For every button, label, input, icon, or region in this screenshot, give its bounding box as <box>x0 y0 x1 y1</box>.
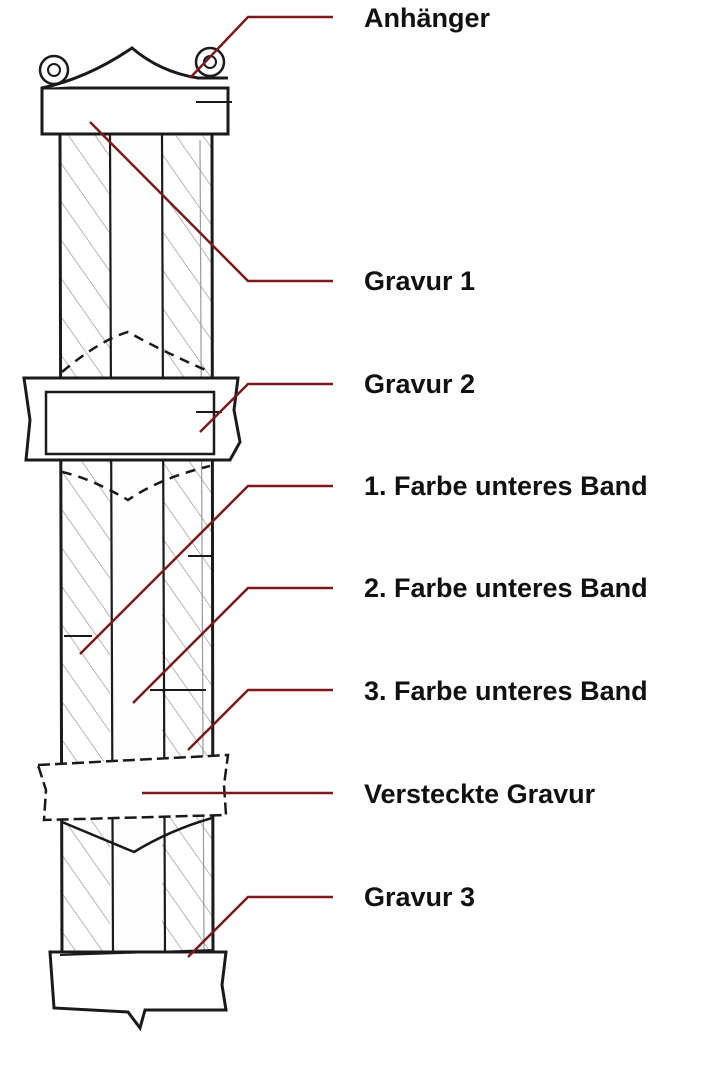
dashed-chevron <box>61 464 211 502</box>
leader-farbe3 <box>187 688 333 751</box>
buckle-bottom <box>48 949 228 1032</box>
leader-lines <box>79 15 333 958</box>
leader-farbe2 <box>132 586 333 704</box>
label-farbe1: 1. Farbe unteres Band <box>364 471 648 501</box>
leader-gravur1 <box>89 121 333 283</box>
band-middle <box>22 376 242 462</box>
leader-gravur3 <box>187 895 333 958</box>
label-gravur2: Gravur 2 <box>364 369 476 399</box>
label-versteckt: Versteckte Gravur <box>364 779 596 809</box>
label-farbe3: 3. Farbe unteres Band <box>364 676 648 706</box>
leader-farbe1 <box>79 484 333 655</box>
label-gravur3: Gravur 3 <box>364 882 476 912</box>
pendant-top <box>38 46 232 136</box>
band-lower <box>36 753 230 854</box>
label-gravur1: Gravur 1 <box>364 266 476 296</box>
label-anhaenger: Anhänger <box>364 3 491 33</box>
leader-anhaenger <box>189 15 333 79</box>
leader-gravur2 <box>199 382 333 433</box>
strap-ticks <box>64 555 212 691</box>
dashed-line-upper <box>61 330 211 374</box>
label-farbe2: 2. Farbe unteres Band <box>364 573 648 603</box>
